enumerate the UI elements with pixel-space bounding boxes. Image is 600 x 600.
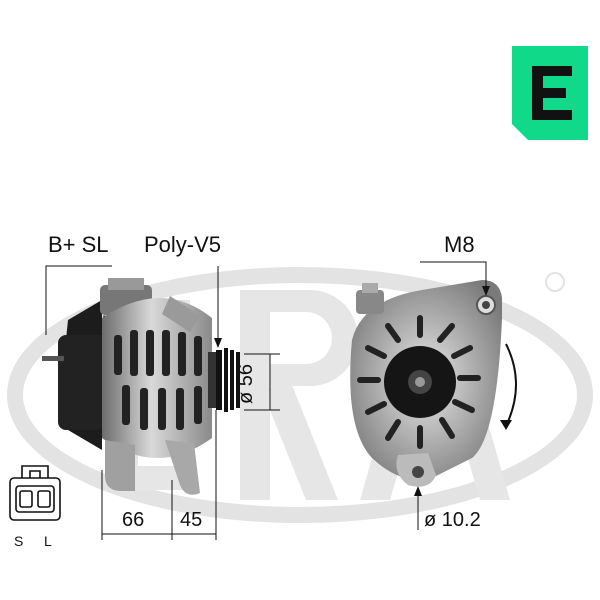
- connector-plug-icon: [9, 465, 61, 521]
- dimension-lines: [45, 261, 490, 540]
- mount-bolt-label: M8: [444, 232, 475, 257]
- connector-pin-s-label: S: [14, 533, 24, 549]
- hole-diameter-label: ø 10.2: [424, 509, 481, 531]
- connector-pin-l-label: L: [44, 533, 52, 549]
- pulley-label: Poly-V5: [144, 232, 222, 257]
- pulley-diameter-label: ø 56: [235, 363, 257, 404]
- terminal-label: B+ SL: [48, 232, 109, 257]
- dim-b-label: 45: [180, 509, 203, 531]
- alternator-front-view: [350, 280, 502, 487]
- alternator-side-view: [42, 278, 240, 495]
- rotation-arrow-icon: [500, 343, 517, 430]
- dim-a-label: 66: [122, 509, 145, 531]
